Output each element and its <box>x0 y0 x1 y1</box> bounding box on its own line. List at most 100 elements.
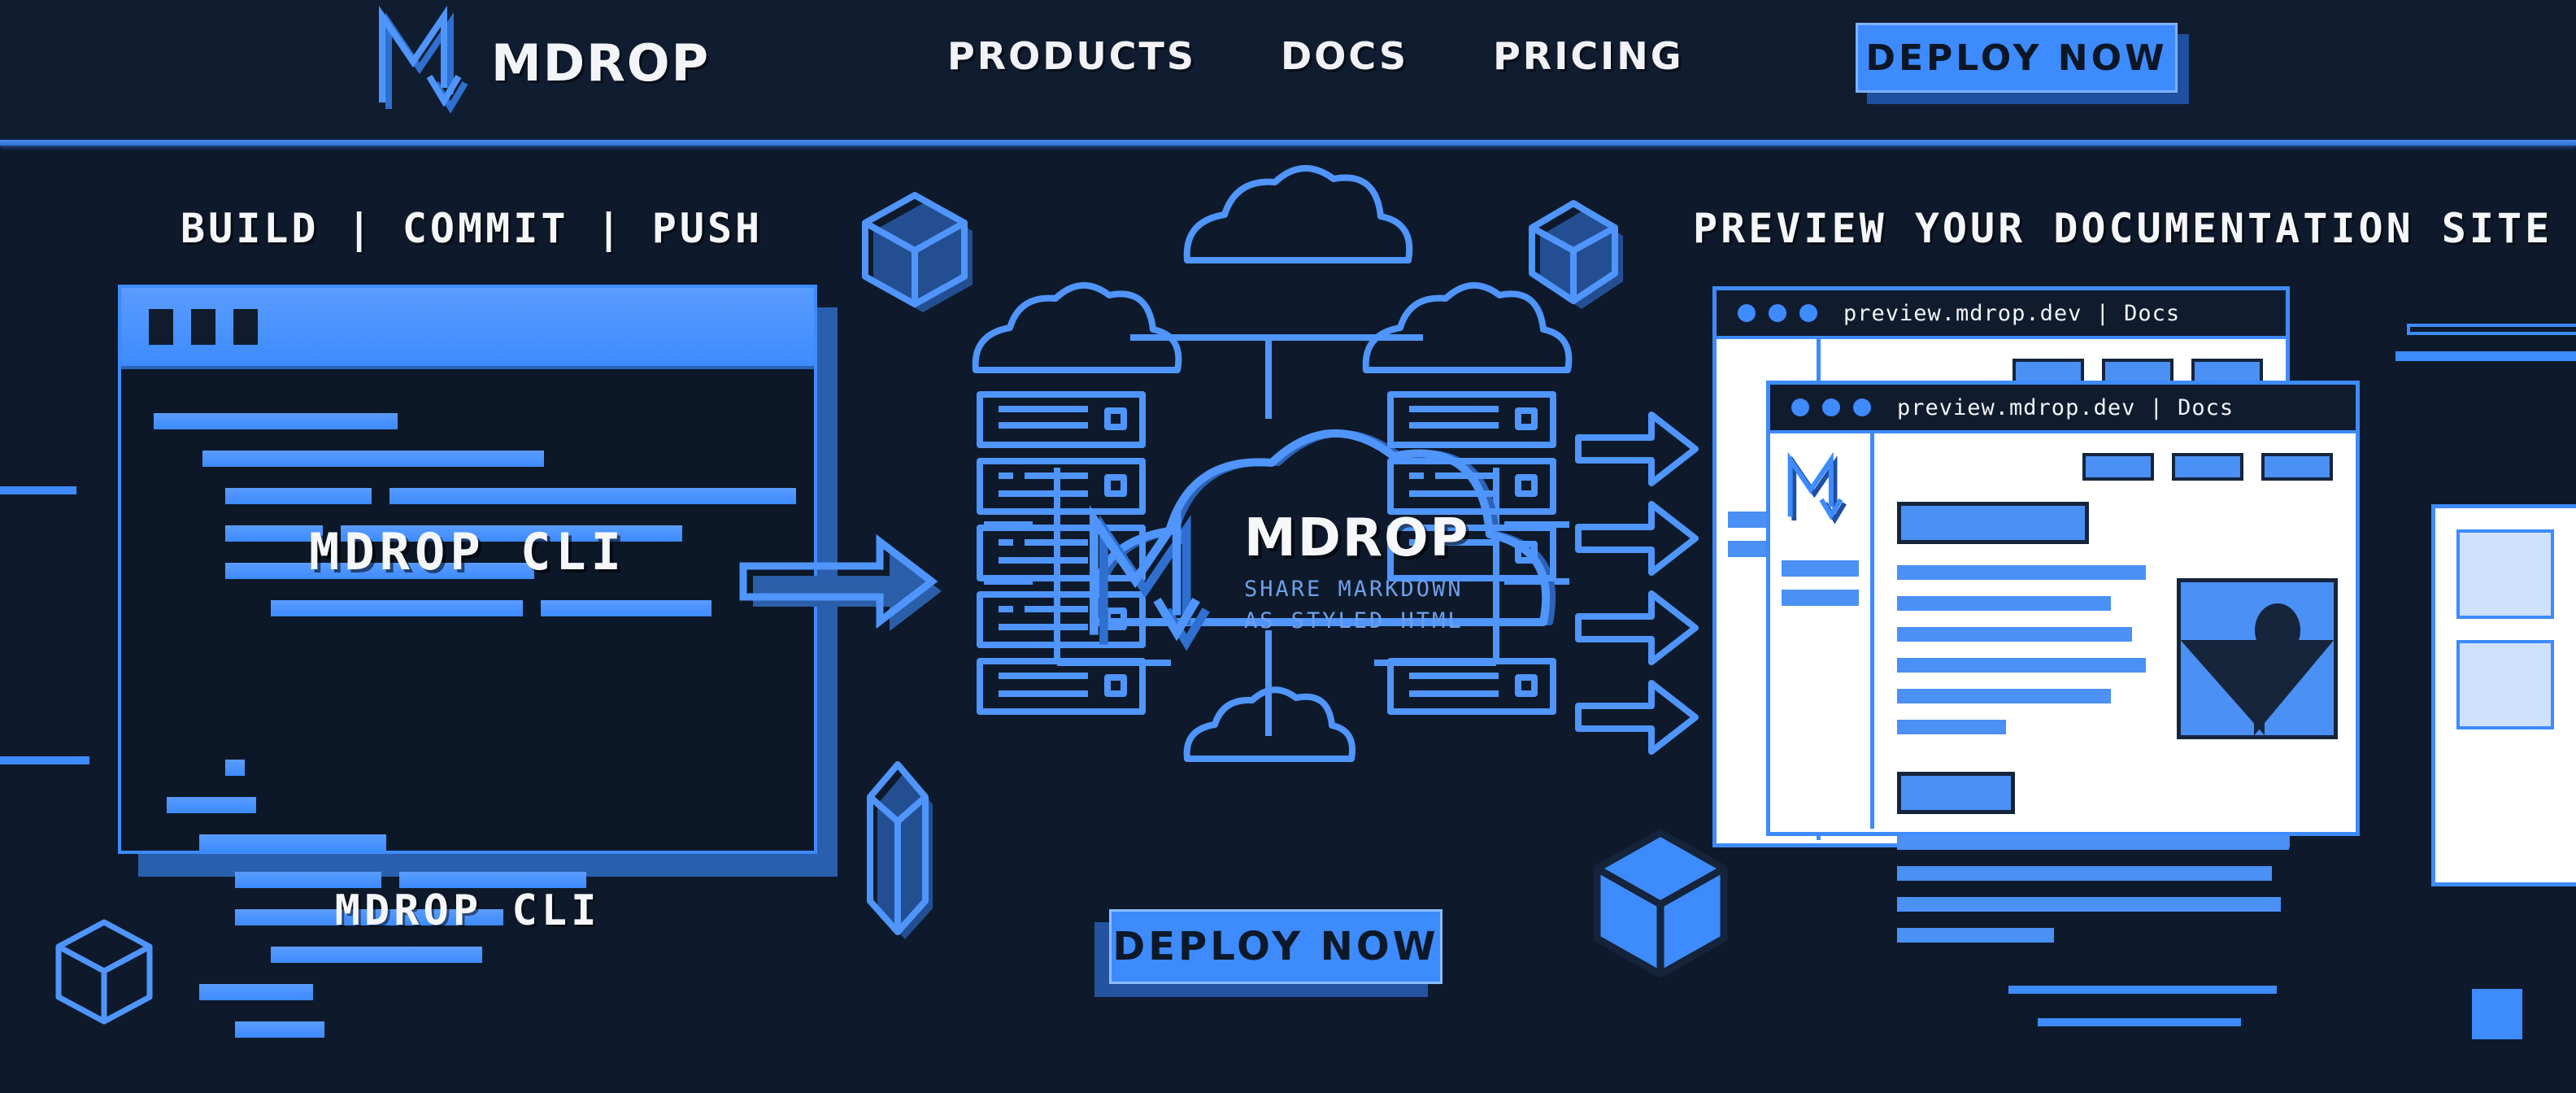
nav-item-docs[interactable]: DOCS <box>1281 34 1409 78</box>
code-token <box>199 834 386 851</box>
browser-dot[interactable] <box>1822 398 1840 416</box>
decor-square <box>2472 989 2522 1039</box>
left-section-heading: BUILD | COMMIT | PUSH <box>181 205 764 252</box>
doc-main-front <box>1874 433 2356 943</box>
header-cta-wrapper: DEPLOY NOW <box>1856 23 2189 104</box>
terminal-code-line <box>121 1021 814 1059</box>
terminal-code-line <box>121 909 814 947</box>
terminal-code-line <box>121 984 814 1021</box>
terminal-dot[interactable] <box>191 309 215 345</box>
terminal-dot[interactable] <box>149 309 173 345</box>
code-token <box>235 872 381 888</box>
code-token <box>341 525 682 542</box>
browser-window-front[interactable]: preview.mdrop.dev | Docs <box>1766 381 2360 943</box>
terminal-titlebar <box>121 288 814 369</box>
decor-bar <box>0 756 89 764</box>
code-token <box>225 563 534 579</box>
decor-bar <box>2008 986 2277 994</box>
browser-url-front: preview.mdrop.dev | Docs <box>1897 394 2234 420</box>
browser-dot[interactable] <box>1791 398 1809 416</box>
terminal-label: MDROP CLI <box>309 522 626 581</box>
terminal-code-line <box>121 600 814 638</box>
flow-arrow-left <box>732 529 943 634</box>
doc-sidebar-pill[interactable] <box>1782 590 1859 606</box>
browser-dot[interactable] <box>1738 304 1756 322</box>
brand-name: MDROP <box>491 33 711 93</box>
right-section-heading: PREVIEW YOUR DOCUMENTATION SITE <box>1693 205 2553 252</box>
terminal-code-line <box>121 872 814 909</box>
terminal-code-line <box>121 525 814 563</box>
code-token <box>167 797 256 813</box>
browser-titlebar-back: preview.mdrop.dev | Docs <box>1717 290 2286 339</box>
code-token <box>225 525 323 542</box>
decor-bar <box>0 486 76 494</box>
code-token <box>541 600 711 616</box>
code-token <box>271 600 523 616</box>
cloud-tagline-line2: AS STYLED HTML <box>1244 608 1464 634</box>
decor-bar <box>2395 351 2576 361</box>
doc-sidebar-logo-icon <box>1787 451 1859 525</box>
center-cta-wrapper: DEPLOY NOW <box>1094 909 1442 997</box>
cloud-mdrop-logo-icon <box>1090 505 1212 651</box>
terminal-code-area <box>121 369 814 1059</box>
brand-logo[interactable]: MDROP <box>379 5 711 114</box>
terminal-code-line <box>121 834 814 872</box>
browser-window-edge[interactable] <box>2431 504 2576 886</box>
header-divider <box>0 140 2576 146</box>
code-token <box>399 872 586 888</box>
terminal-window: MDROP CLI <box>118 285 817 1038</box>
terminal-code-line <box>121 563 814 600</box>
code-token <box>199 984 313 1000</box>
code-token <box>225 488 372 504</box>
nav-item-products[interactable]: PRODUCTS <box>947 34 1197 78</box>
browser-content-front <box>1770 433 2356 943</box>
cloud-infrastructure-diagram <box>935 165 1602 793</box>
site-header: MDROP PRODUCTS DOCS PRICING DEPLOY NOW <box>0 0 2576 142</box>
cloud-tagline-line1: SHARE MARKDOWN <box>1244 577 1464 602</box>
terminal-code-line <box>121 947 814 984</box>
solid-cube-icon <box>1584 823 1738 986</box>
terminal-code-line <box>121 488 814 525</box>
browser-dot[interactable] <box>1769 304 1786 322</box>
browser-dot[interactable] <box>1853 398 1871 416</box>
edge-tile <box>2456 640 2554 729</box>
image-mountain-icon <box>2177 578 2338 739</box>
code-token <box>202 451 544 467</box>
doc-nav-pill[interactable] <box>2172 453 2243 481</box>
mdrop-m-arrow-logo-icon <box>379 5 470 114</box>
decor-bar <box>2038 1018 2241 1026</box>
code-token <box>235 909 503 925</box>
code-token <box>235 1021 324 1038</box>
doc-heading-bar <box>1897 502 2089 544</box>
wire-gem-icon <box>1529 200 1634 325</box>
wire-cube-icon <box>55 919 161 1033</box>
terminal-code-line <box>121 413 814 451</box>
doc-heading-bar <box>1897 772 2015 814</box>
doc-sidebar-pill[interactable] <box>1782 560 1859 577</box>
cli-caption: MDROP CLI <box>334 886 601 935</box>
nav-item-pricing[interactable]: PRICING <box>1493 34 1684 78</box>
code-token <box>225 760 245 776</box>
code-token <box>271 947 482 963</box>
browser-dot[interactable] <box>1799 304 1817 322</box>
deploy-now-button-center[interactable]: DEPLOY NOW <box>1109 909 1442 984</box>
wire-cube-icon <box>862 192 984 325</box>
decor-bar <box>2407 324 2576 335</box>
terminal-dot[interactable] <box>233 309 258 345</box>
terminal-code-line <box>121 760 814 797</box>
terminal-code-line <box>121 797 814 834</box>
code-token <box>389 488 796 504</box>
browser-titlebar-front: preview.mdrop.dev | Docs <box>1770 385 2356 433</box>
main-nav: PRODUCTS DOCS PRICING <box>947 34 1683 78</box>
cloud-title: MDROP <box>1244 508 1470 568</box>
terminal-code-line <box>121 451 814 488</box>
browser-url-back: preview.mdrop.dev | Docs <box>1843 300 2181 326</box>
doc-nav-pill[interactable] <box>2082 453 2154 481</box>
doc-sidebar-front <box>1770 433 1874 829</box>
doc-nav-pill[interactable] <box>2261 453 2333 481</box>
wire-crystal-icon <box>867 761 942 951</box>
code-token <box>154 413 398 429</box>
deploy-now-button-header[interactable]: DEPLOY NOW <box>1856 23 2178 93</box>
cloud-brand-block: MDROP SHARE MARKDOWN AS STYLED HTML <box>1244 508 1488 637</box>
